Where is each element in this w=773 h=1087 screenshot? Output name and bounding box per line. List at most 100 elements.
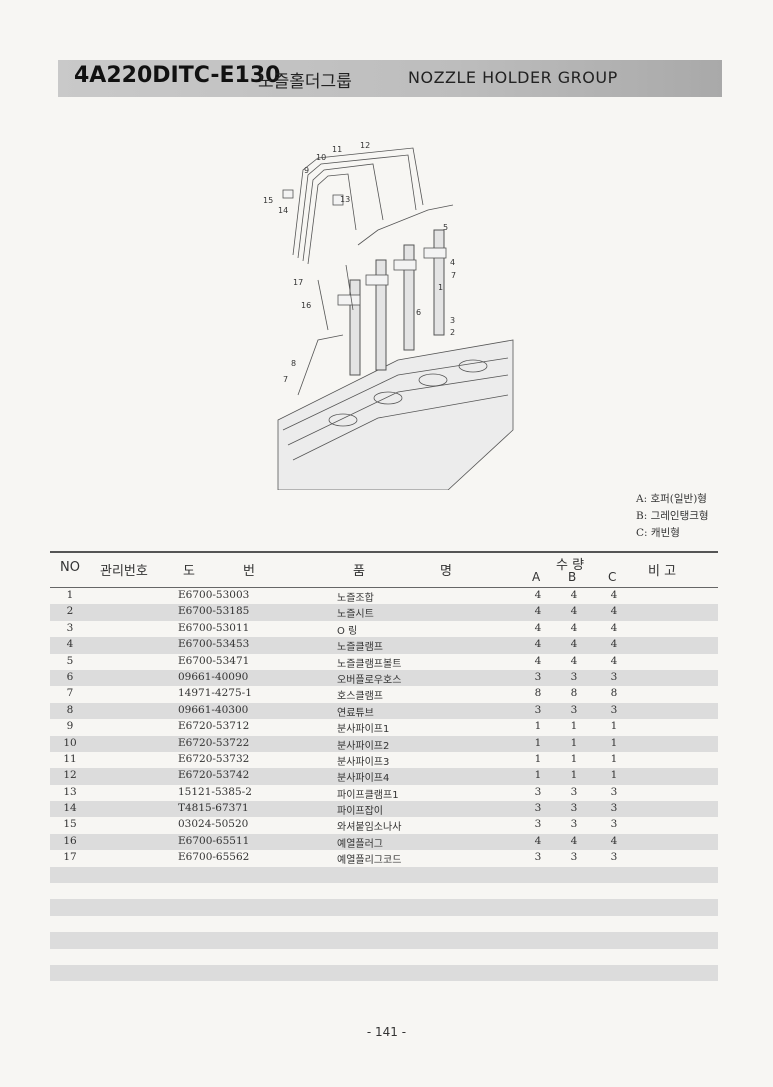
- callout-6: 6: [416, 308, 421, 317]
- cell-drawing-number: E6700-53003: [178, 589, 250, 601]
- table-row: [50, 932, 718, 949]
- callout-3: 3: [450, 316, 455, 325]
- cell-part-name: 분사파이프3: [337, 756, 390, 768]
- cell-part-name: 분사파이프1: [337, 724, 390, 736]
- cell-part-name: 분사파이프2: [337, 740, 390, 752]
- table-row: [50, 964, 718, 982]
- callout-11: 11: [332, 145, 342, 154]
- cell-drawing-number: E6700-53471: [178, 654, 250, 667]
- cell-no: 15: [63, 818, 77, 831]
- cell-drawing-number: E6700-53453: [178, 638, 250, 651]
- cell-qty-b: 1: [570, 752, 578, 765]
- header-mgmt-number: 관리번호: [100, 564, 148, 579]
- cell-no: 6: [66, 670, 74, 683]
- header-drawing-1: 도: [183, 564, 195, 579]
- cell-no: 10: [63, 736, 77, 749]
- cell-qty-c: 8: [610, 687, 618, 700]
- callout-2: 2: [450, 328, 455, 337]
- cell-no: 3: [66, 621, 74, 634]
- cell-part-name: 파이프잡이: [337, 806, 383, 818]
- cell-no: 11: [63, 752, 77, 765]
- diagram-callouts: 1 2 3 4 5 6 7 7 8 9 10 11 12 13 14 15 16…: [263, 141, 456, 384]
- header-bar: [58, 60, 722, 97]
- table-row: [50, 981, 718, 997]
- callout-5: 5: [443, 223, 448, 232]
- cell-drawing-number: E6700-65562: [178, 851, 250, 864]
- nozzle-holder-exploded-diagram: 1 2 3 4 5 6 7 7 8 9 10 11 12 13 14 15 16…: [263, 141, 514, 490]
- callout-13: 13: [340, 195, 350, 204]
- cell-qty-a: 1: [534, 720, 542, 733]
- cell-drawing-number: 09661-40300: [178, 703, 249, 716]
- table-row: [50, 883, 718, 899]
- callout-4: 4: [450, 258, 455, 267]
- cell-qty-b: 4: [570, 589, 578, 601]
- cell-drawing-number: E6720-53732: [178, 752, 250, 765]
- cell-no: 2: [66, 605, 74, 618]
- cell-qty-c: 3: [610, 785, 618, 798]
- cell-qty-c: 3: [610, 670, 618, 683]
- table-header: NO 관리번호 도 번 품 명 수 량 A B C 비 고: [50, 551, 718, 588]
- table-row: [50, 916, 718, 932]
- cell-qty-c: 1: [610, 720, 618, 733]
- header-no: NO: [60, 560, 80, 575]
- cell-part-name: 예열플리그코드: [337, 855, 402, 867]
- cell-qty-b: 3: [570, 851, 578, 864]
- cell-qty-a: 3: [534, 851, 542, 864]
- callout-9: 9: [304, 166, 309, 175]
- cell-qty-c: 3: [610, 802, 618, 815]
- cell-part-name: 호스클램프: [337, 691, 383, 703]
- cell-no: 14: [63, 802, 77, 815]
- cell-qty-b: 4: [570, 834, 578, 847]
- model-code: 4A220DITC-E130: [74, 63, 281, 88]
- cell-qty-c: 4: [610, 638, 618, 651]
- cell-no: 1: [66, 589, 74, 601]
- cell-drawing-number: E6700-53011: [178, 621, 250, 634]
- cell-qty-a: 4: [534, 605, 542, 618]
- cell-qty-c: 1: [610, 769, 618, 782]
- cell-drawing-number: E6720-53712: [178, 720, 250, 733]
- cell-drawing-number: E6720-53742: [178, 769, 250, 782]
- cell-drawing-number: 03024-50520: [178, 818, 249, 831]
- cell-qty-b: 3: [570, 818, 578, 831]
- cell-qty-b: 1: [570, 736, 578, 749]
- cell-no: 12: [63, 769, 77, 782]
- table-row: [50, 949, 718, 965]
- cell-qty-a: 4: [534, 589, 542, 601]
- cell-qty-b: 3: [570, 785, 578, 798]
- cell-qty-c: 4: [610, 589, 618, 601]
- cell-no: 9: [66, 720, 74, 733]
- legend-item-b: B: 그레인탱크형: [636, 510, 709, 522]
- cell-no: 4: [66, 638, 74, 651]
- cell-part-name: 노즐시트: [337, 609, 374, 621]
- cell-qty-a: 3: [534, 785, 542, 798]
- table-row: [50, 866, 718, 884]
- cell-drawing-number: T4815-67371: [178, 802, 249, 815]
- cell-qty-b: 4: [570, 638, 578, 651]
- cell-qty-a: 4: [534, 638, 542, 651]
- cell-qty-c: 1: [610, 736, 618, 749]
- cell-part-name: 예열플러그: [337, 838, 383, 850]
- callout-7b: 7: [283, 375, 288, 384]
- header-qty-b: B: [568, 570, 577, 584]
- callout-8: 8: [291, 359, 296, 368]
- callout-7: 7: [451, 271, 456, 280]
- cell-qty-b: 3: [570, 670, 578, 683]
- cell-drawing-number: 09661-40090: [178, 670, 249, 683]
- cell-part-name: O 링: [337, 625, 358, 637]
- cell-no: 5: [66, 654, 74, 667]
- cell-qty-a: 4: [534, 654, 542, 667]
- callout-10: 10: [316, 153, 326, 162]
- callout-17: 17: [293, 278, 303, 287]
